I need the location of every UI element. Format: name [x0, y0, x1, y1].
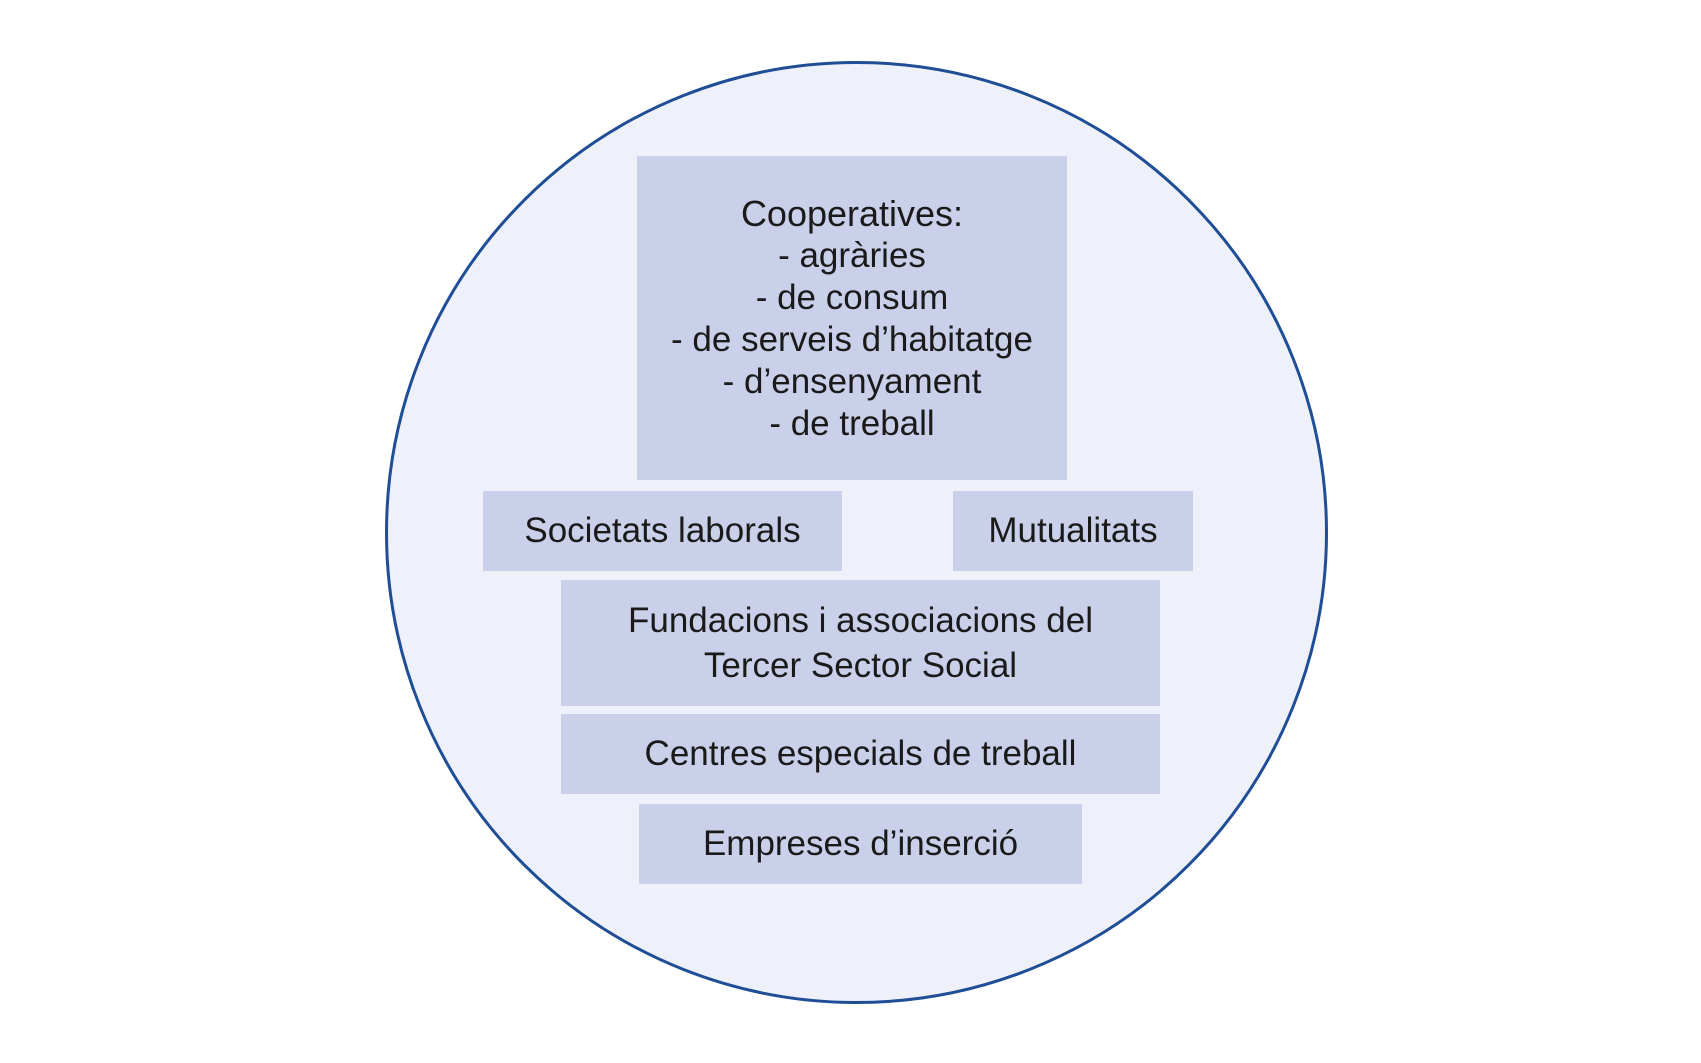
societats-laborals-box: Societats laborals	[483, 491, 842, 571]
empreses-insercio-box: Empreses d’inserció	[639, 804, 1082, 884]
centres-especials-box: Centres especials de treball	[561, 714, 1160, 794]
centres-especials-label: Centres especials de treball	[644, 734, 1077, 773]
mutualitats-box: Mutualitats	[953, 491, 1193, 571]
fundacions-label-line2: Tercer Sector Social	[703, 646, 1018, 685]
societats-laborals-label: Societats laborals	[524, 511, 801, 550]
cooperatives-title: Cooperatives:	[740, 192, 964, 234]
fundacions-box: Fundacions i associacions del Tercer Sec…	[561, 580, 1160, 706]
mutualitats-label: Mutualitats	[988, 511, 1158, 550]
cooperatives-item-habitatge: - de serveis d’habitatge	[671, 319, 1033, 359]
empreses-insercio-label: Empreses d’inserció	[702, 824, 1019, 863]
cooperatives-item-ensenyament: - d’ensenyament	[722, 361, 982, 401]
cooperatives-item-treball: - de treball	[769, 403, 935, 443]
cooperatives-item-consum: - de consum	[755, 277, 949, 317]
cooperatives-item-agraries: - agràries	[778, 235, 926, 275]
cooperatives-box: Cooperatives: - agràries - de consum - d…	[637, 156, 1067, 480]
fundacions-label-line1: Fundacions i associacions del	[628, 601, 1093, 640]
